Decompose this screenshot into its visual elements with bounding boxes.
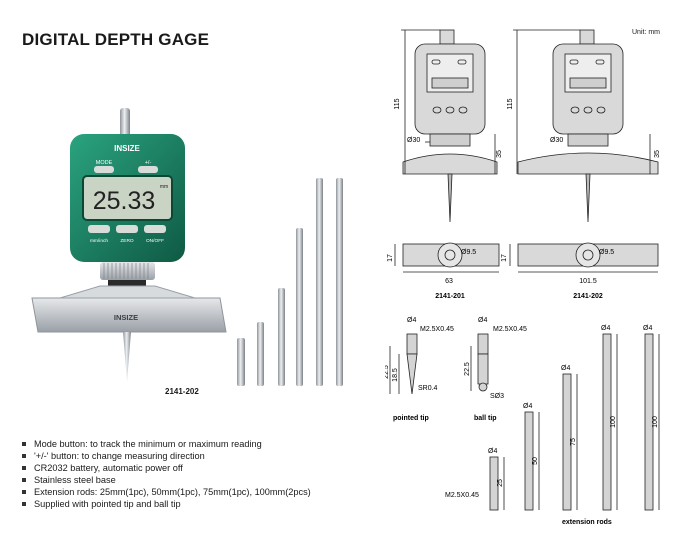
ball-tip-label: ball tip <box>474 415 497 422</box>
rod-100b-length: 100 <box>652 416 659 428</box>
rod-50-diameter: Ø4 <box>523 403 532 410</box>
btn-label-mode: MODE <box>96 160 113 166</box>
photo-rod-50 <box>278 288 285 386</box>
rod-100a-diameter: Ø4 <box>601 325 610 332</box>
feature-item: Supplied with pointed tip and ball tip <box>22 498 311 510</box>
tips-and-rods-drawing: Ø4 M2.5X0.45 22.5 18.5 SR0.4 pointed tip… <box>385 317 660 526</box>
product-photo: INSIZE MODE +/- 25.33 mm mm/inch ZERO ON… <box>31 108 343 386</box>
dim-thick-a: 17 <box>387 254 394 262</box>
dim-base-b: 35 <box>654 150 661 158</box>
rod-thread: M2.5X0.45 <box>445 492 479 499</box>
dim-hole-a: Ø9.5 <box>461 249 476 256</box>
photo-rod-100b <box>336 178 343 386</box>
rod-25-diameter: Ø4 <box>488 448 497 455</box>
dim-width-a: 63 <box>445 278 453 285</box>
btn-label-zero: ZERO <box>120 238 134 244</box>
rod-25-length: 25 <box>497 479 504 487</box>
top-stem <box>120 108 130 138</box>
dim-hole-b: Ø9.5 <box>599 249 614 256</box>
pointed-tip-label: pointed tip <box>393 415 429 422</box>
pointed-length-total: 22.5 <box>385 365 390 379</box>
lcd-reading: 25.33 <box>93 187 156 215</box>
photo-rod-100a <box>316 178 323 386</box>
ball-thread: M2.5X0.45 <box>493 326 527 333</box>
photo-model-label: 2141-202 <box>165 387 199 396</box>
dim-height-b: 115 <box>507 98 514 109</box>
pointed-tip <box>123 332 131 382</box>
extension-rods-label: extension rods <box>562 519 612 526</box>
dim-base-a: 35 <box>496 150 503 158</box>
rod-100b-diameter: Ø4 <box>643 325 652 332</box>
btn-label-plusminus: +/- <box>145 160 152 166</box>
dim-dial-a: Ø30 <box>407 137 420 144</box>
feature-list: Mode button: to track the minimum or max… <box>22 438 311 510</box>
dim-thick-b: 17 <box>501 254 508 262</box>
pointed-radius: SR0.4 <box>418 385 438 392</box>
technical-drawings: 115 35 Ø30 115 35 Ø30 17 Ø9.5 63 17 Ø9.5… <box>387 29 661 300</box>
ball-diameter: Ø4 <box>478 317 487 324</box>
dim-height-a: 115 <box>394 98 401 109</box>
feature-item: Extension rods: 25mm(1pc), 50mm(1pc), 75… <box>22 486 311 498</box>
pointed-length: 18.5 <box>392 368 399 382</box>
photo-rod-25 <box>257 322 264 386</box>
page-title: DIGITAL DEPTH GAGE <box>22 30 210 49</box>
knurled-collar <box>100 262 155 280</box>
dim-width-b: 101.5 <box>579 278 597 285</box>
btn-label-mminch: mm/inch <box>90 238 108 244</box>
ball-length-total: 22.5 <box>464 362 471 376</box>
plusminus-button <box>138 166 158 173</box>
btn-label-onoff: ON/OFF <box>146 238 164 244</box>
mode-button <box>94 166 114 173</box>
onoff-button <box>144 225 166 233</box>
rod-75-length: 75 <box>570 438 577 446</box>
feature-item: CR2032 battery, automatic power off <box>22 462 311 474</box>
mm-inch-button <box>88 225 110 233</box>
rod-50-length: 50 <box>532 457 539 465</box>
ball-sphere: SØ3 <box>490 393 504 400</box>
feature-item: '+/-' button: to change measuring direct… <box>22 450 311 462</box>
model-b-label: 2141-202 <box>573 293 603 300</box>
pointed-diameter: Ø4 <box>407 317 416 324</box>
rod-75-diameter: Ø4 <box>561 365 570 372</box>
feature-item: Stainless steel base <box>22 474 311 486</box>
brand-label: INSIZE <box>114 144 140 153</box>
pointed-thread: M2.5X0.45 <box>420 326 454 333</box>
base-brand: INSIZE <box>114 313 138 322</box>
lcd-display <box>82 175 173 221</box>
feature-item: Mode button: to track the minimum or max… <box>22 438 311 450</box>
model-a-label: 2141-201 <box>435 293 465 300</box>
dim-dial-b: Ø30 <box>550 137 563 144</box>
photo-rod-tip <box>237 338 245 386</box>
unit-note: Unit: mm <box>632 29 660 36</box>
photo-rod-75 <box>296 228 303 386</box>
lcd-unit: mm <box>160 184 168 190</box>
rod-100a-length: 100 <box>610 416 617 428</box>
zero-button <box>116 225 138 233</box>
